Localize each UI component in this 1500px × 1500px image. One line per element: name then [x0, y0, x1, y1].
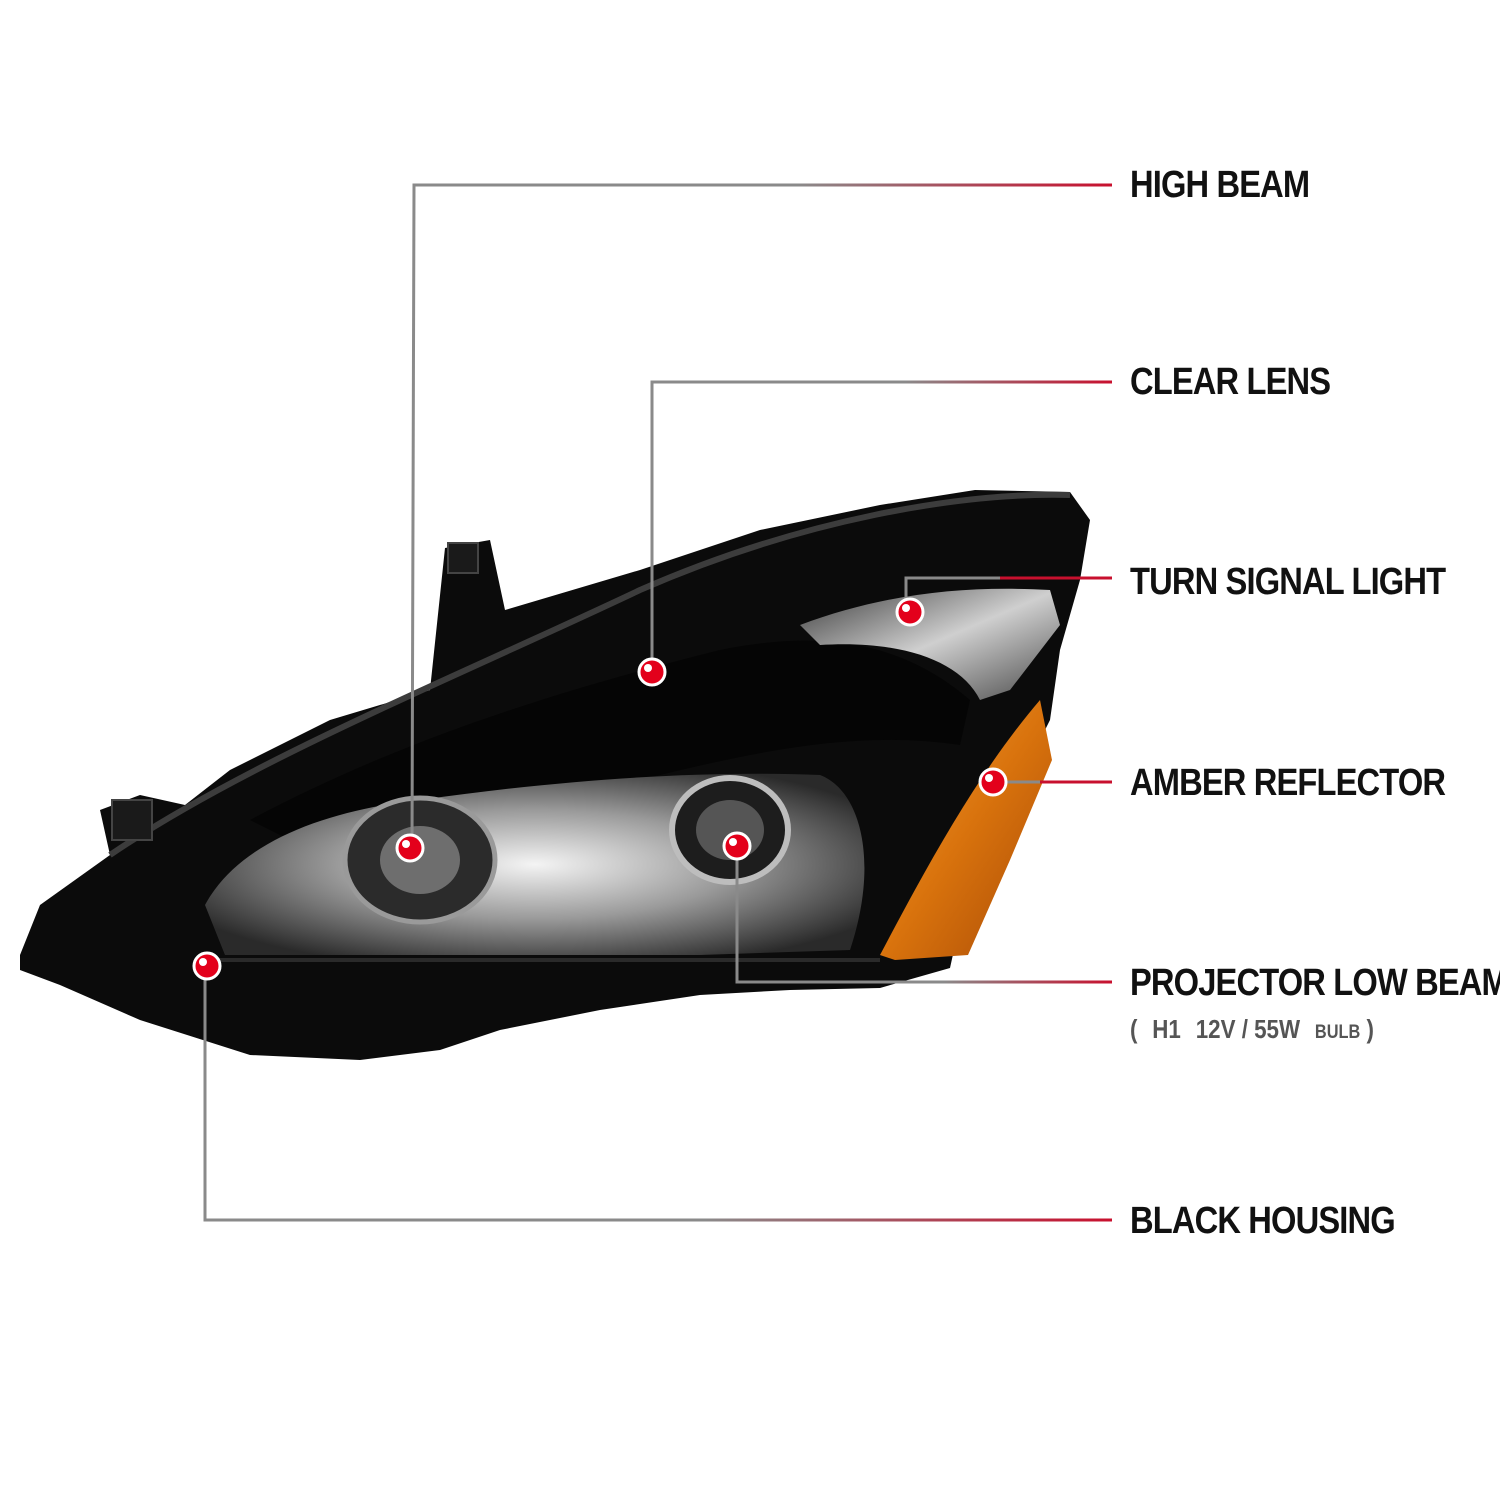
mount-tab-top — [447, 542, 479, 574]
high-beam-label: HIGH BEAM — [1130, 164, 1310, 206]
high-beam-leader — [410, 183, 1112, 846]
spec-voltage-wattage: 12V / 55W — [1195, 1014, 1301, 1044]
black-housing-leader — [203, 968, 1112, 1222]
projector-low-beam-dot — [722, 831, 752, 861]
black-housing-dot — [192, 951, 222, 981]
high-beam-bulb-area — [380, 826, 460, 894]
projector-bulb-spec: ( H1 12V / 55W BULB ) — [1130, 1016, 1374, 1042]
dot-highlight — [644, 664, 652, 672]
clear-lens-leader — [650, 380, 1112, 670]
spec-close-paren: ) — [1366, 1014, 1374, 1044]
callout-dots — [192, 597, 1008, 981]
dot-highlight — [902, 604, 910, 612]
amber-reflector-label: AMBER REFLECTOR — [1130, 762, 1446, 804]
clear-lens-dot — [637, 657, 667, 687]
spec-open-paren: ( — [1130, 1014, 1138, 1044]
mount-tab-left — [111, 799, 153, 841]
high-beam-dot — [395, 833, 425, 863]
lens-top-edge — [108, 491, 1071, 858]
spec-bulb-word: BULB — [1314, 1022, 1361, 1043]
clear-lens-label: CLEAR LENS — [1130, 361, 1331, 403]
spec-bulb-type: H1 — [1152, 1014, 1181, 1044]
turn-signal-dot — [895, 597, 925, 627]
dot-highlight — [199, 958, 207, 966]
dot-highlight — [985, 774, 993, 782]
turn-signal-light-label: TURN SIGNAL LIGHT — [1130, 561, 1446, 603]
amber-reflector-dot — [978, 767, 1008, 797]
dot-highlight — [402, 840, 410, 848]
projector-low-beam-label: PROJECTOR LOW BEAM — [1130, 962, 1500, 1004]
projector-low-beam-leader — [735, 848, 1112, 984]
black-housing-label: BLACK HOUSING — [1130, 1200, 1396, 1242]
dot-highlight — [729, 838, 737, 846]
turn-signal-insert — [800, 588, 1060, 700]
amber-reflector-shape — [880, 700, 1052, 960]
headlight-image — [20, 490, 1090, 1060]
